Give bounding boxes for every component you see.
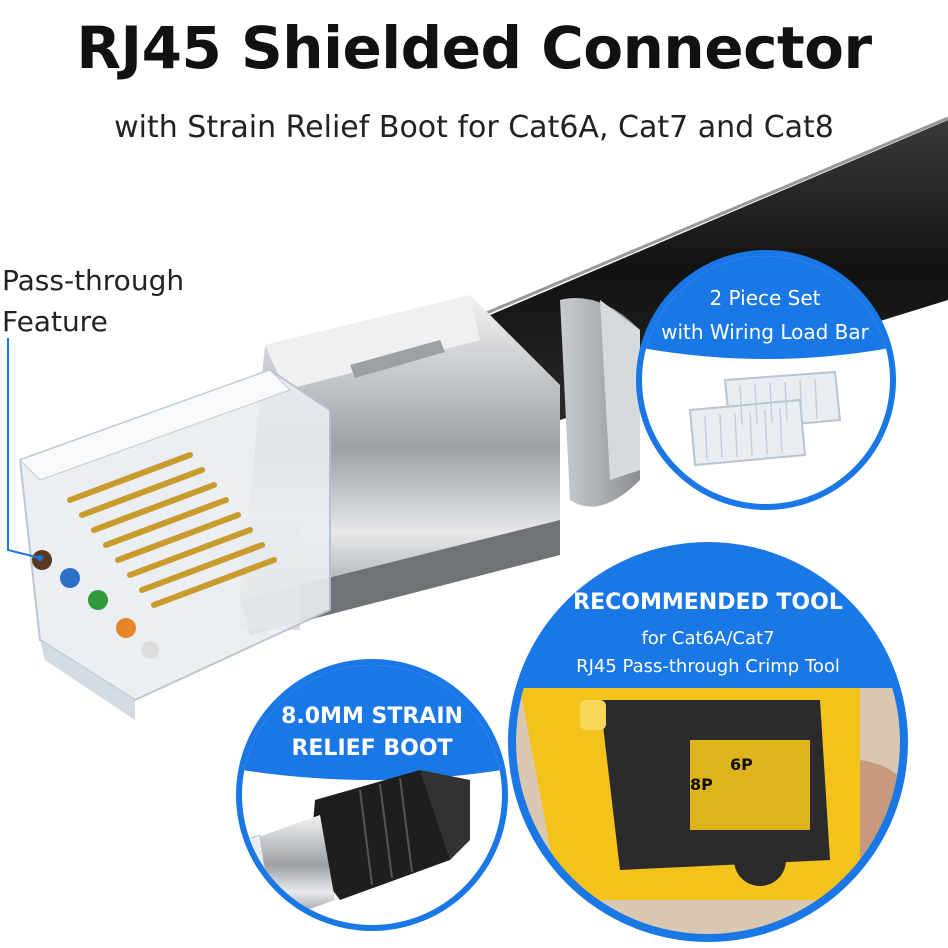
load-bar-line-2: with Wiring Load Bar (661, 320, 869, 344)
boot-line-2: RELIEF BOOT (291, 736, 453, 761)
page-subtitle: with Strain Relief Boot for Cat6A, Cat7 … (114, 110, 834, 145)
callout-line-1: Pass-through (2, 264, 185, 297)
callout-dot (37, 555, 43, 561)
white-wire (141, 641, 159, 659)
pass-through-callout: Pass-through Feature (2, 260, 184, 342)
page-title: RJ45 Shielded Connector (76, 14, 872, 82)
tool-heading: RECOMMENDED TOOL (573, 590, 843, 615)
crimp-tool-bubble: 8P 6P (508, 542, 908, 942)
boot-bubble (236, 659, 508, 931)
load-bar-bubble (636, 250, 896, 510)
transparent-plug (18, 368, 331, 720)
svg-text:8P: 8P (690, 775, 713, 794)
svg-text:6P: 6P (730, 755, 753, 774)
tool-line-1: for Cat6A/Cat7 (641, 628, 775, 649)
shield-tab (560, 298, 640, 507)
green-wire (88, 590, 108, 610)
tool-line-2: RJ45 Pass-through Crimp Tool (576, 656, 840, 677)
callout-leader-line (7, 338, 41, 559)
gold-contacts (67, 452, 277, 608)
strain-relief-boot (242, 770, 470, 925)
load-bar-line-1: 2 Piece Set (709, 286, 821, 310)
callout-line-2: Feature (2, 305, 108, 338)
orange-wire (116, 618, 136, 638)
blue-wire (60, 568, 80, 588)
load-bar-pieces (688, 370, 842, 467)
boot-line-1: 8.0MM STRAIN (281, 704, 463, 729)
